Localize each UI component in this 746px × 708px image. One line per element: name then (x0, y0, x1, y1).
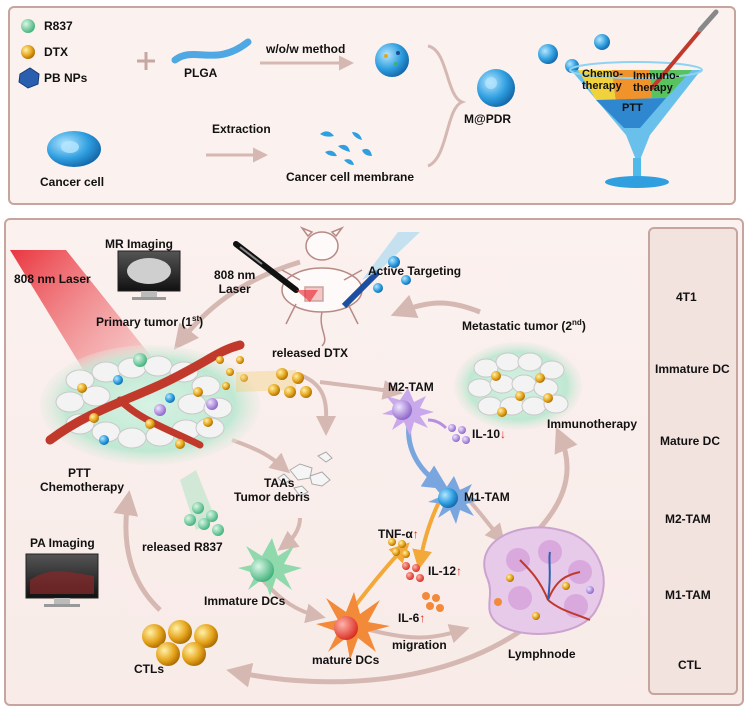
membrane-fragments-icon (320, 131, 372, 165)
glass-ptt-label: PTT (622, 102, 643, 114)
taas-label: TAAs (264, 476, 295, 490)
method-label: w/o/w method (266, 42, 346, 56)
glass-chemo-label: Chemo-therapy (582, 68, 623, 92)
membrane-label: Cancer cell membrane (286, 170, 415, 184)
plga-icon (171, 38, 252, 64)
cycle-arrow-lymph-to-ctls (226, 614, 542, 688)
arrow-dtx (299, 373, 337, 436)
floating-nanoparticles (538, 34, 610, 73)
legend-m2-tam-label: M2-TAM (665, 512, 711, 526)
extraction-label: Extraction (212, 122, 271, 136)
arrow-debris-to-dc (277, 517, 302, 551)
arrow-m2-il10 (427, 418, 448, 430)
il10-label: IL-10↓ (472, 427, 507, 441)
metastatic-tumor-icon (454, 342, 582, 430)
glass-immuno-label: Immuno-therapy (633, 70, 680, 94)
ptt-label: PTT (68, 466, 91, 480)
m2-tam-icon (382, 388, 434, 436)
mature-dcs-label: mature DCs (312, 653, 380, 667)
released-r837-label: released R837 (142, 540, 223, 554)
m1-tam-icon (428, 476, 480, 524)
arrow-dc-cytokines (350, 542, 410, 612)
m1-tam-label: M1-TAM (464, 490, 510, 504)
pb-nps-label: PB NPs (44, 71, 88, 85)
merge-bracket (427, 44, 467, 168)
arrow-to-debris (231, 438, 291, 474)
legend-mature-dc-label: Mature DC (660, 434, 721, 448)
dtx-icon (21, 45, 35, 59)
ctls-label: CTLs (134, 662, 164, 676)
cocktail-glass-icon (569, 9, 719, 188)
repolarization-arrow (406, 417, 449, 490)
syringe-icon (341, 232, 420, 309)
cycle-arrow-mouse-to-primary (173, 259, 301, 350)
active-targeting-label: Active Targeting (368, 264, 462, 278)
dtx-particles-near-tumor (216, 356, 248, 390)
plga-label: PLGA (184, 66, 218, 80)
tumor-debris-label: Tumor debris (234, 490, 310, 504)
cycle-arrow-ctls-to-primary (113, 490, 162, 612)
m-pdr-label: M@PDR (464, 112, 512, 126)
tnf-label: TNF-α↑ (378, 527, 419, 541)
legend-panel (648, 227, 738, 695)
lymphnode-label: Lymphnode (508, 647, 576, 661)
cycle-arrow-metastatic-to-mouse (390, 294, 481, 319)
m2-tam-label: M2-TAM (388, 380, 434, 394)
legend-m1-tam-label: M1-TAM (665, 588, 711, 602)
immunotherapy-label: Immunotherapy (547, 417, 638, 431)
lymphnode-icon (483, 526, 605, 635)
pb-nps-icon (18, 67, 40, 89)
mr-monitor-icon (117, 250, 181, 300)
mr-imaging-label: MR Imaging (105, 237, 173, 251)
tnf-dots (388, 538, 410, 558)
legend-4t1-label: 4T1 (676, 290, 697, 304)
released-dtx-icon (236, 368, 312, 398)
released-dtx-label: released DTX (272, 346, 349, 360)
legend-ctl-label: CTL (678, 658, 702, 672)
primary-tumor-label: Primary tumor (1st) (96, 314, 204, 329)
pa-imaging-label: PA Imaging (30, 536, 95, 550)
primary-tumor-icon (40, 340, 260, 465)
immature-dcs-label: Immature DCs (204, 594, 286, 608)
m-pdr-icon (477, 69, 515, 107)
cancer-cell-label: Cancer cell (40, 175, 105, 189)
laser-left-label: 808 nm Laser (14, 272, 91, 286)
tumor-debris-icon (277, 451, 333, 497)
r837-label: R837 (44, 19, 73, 33)
il12-label: IL-12↑ (428, 564, 463, 578)
arrow-dtx-to-m2 (319, 380, 403, 400)
released-r837-icon (180, 470, 224, 536)
dtx-label: DTX (44, 45, 68, 59)
cancer-cell-icon (47, 131, 101, 167)
legend-immature-dc-label: Immature DC (655, 362, 730, 376)
metastatic-tumor-label: Metastatic tumor (2nd) (462, 318, 586, 333)
il6-dots (422, 592, 444, 612)
immature-dc-icon (238, 538, 302, 596)
il10-dots (448, 424, 470, 444)
pa-monitor-icon (25, 553, 99, 607)
arrow-migration (369, 624, 470, 644)
r837-icon (21, 19, 35, 33)
ctls-icon (142, 620, 218, 666)
migration-label: migration (392, 638, 447, 652)
cycle-arrow-lymph-to-metastatic (538, 426, 578, 530)
mature-dc-icon (316, 592, 390, 660)
chemotherapy-label: Chemotherapy (40, 480, 125, 494)
il12-dots (402, 562, 424, 582)
laser-pointer-icon (233, 241, 318, 302)
nanoparticle-icon (375, 43, 409, 77)
arrow-m1-cytokines (412, 499, 442, 570)
plus-icon (137, 52, 155, 70)
mouse-icon (281, 226, 363, 347)
il6-label: IL-6↑ (398, 611, 426, 625)
